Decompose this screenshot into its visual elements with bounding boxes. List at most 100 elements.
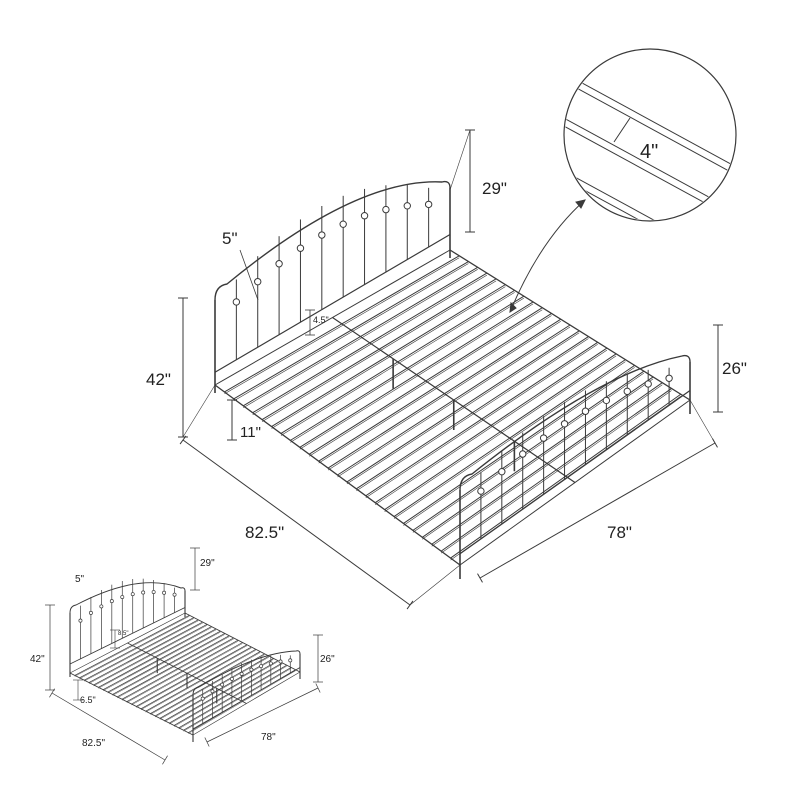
footboard-top-rail [459,354,691,491]
headboard-spindle-ball [162,590,167,595]
bed-slat-edge [107,631,221,694]
callout-arrow [509,199,586,313]
bed-slat-edge [243,269,478,409]
bed-slat-edge [169,661,278,725]
bed-slat-edge [252,274,488,415]
bed-slat-edge [403,367,635,526]
footboard-spindle-ball [519,450,527,458]
bed-slat-edge [440,390,672,554]
main-bed-drawing [178,129,723,610]
bed-slat-edge [112,634,225,696]
small-headboard-clearance-label: 8.5" [118,631,128,637]
footboard-spindle-ball [581,407,590,415]
bed-slat-edge [318,315,552,464]
footboard-spindle-ball [644,380,652,388]
headboard-spindle-ball [109,599,114,604]
bed-slat-edge [384,355,617,512]
spindle-spacing-leader [239,249,259,301]
main-footboard-height-label: 26" [722,359,747,378]
bed-slat-edge [145,650,256,713]
footboard-spindle-ball [249,667,254,672]
small-length-dimension-tick [49,688,55,698]
bed-slat-edge [356,338,589,492]
width-dimension-tick [477,573,483,583]
callout-arrowhead [575,199,586,209]
bed-slat-edge [103,629,217,691]
main-length-label: 82.5" [245,523,284,542]
bed-slat-edge [271,286,506,429]
small-footboard-height-label: 26" [320,654,335,665]
headboard-spindle-ball [78,618,83,623]
small-length-dimension-tick [162,755,168,765]
bed-slat-edge [393,361,626,519]
bed-slat-edge [188,670,296,734]
footboard-spindle-ball [288,658,293,663]
headboard-top-rail [69,582,186,614]
headboard-spindle-ball [382,205,390,214]
bed-slat-edge [93,625,208,687]
bed-slat-edge [280,292,515,436]
footboard-spindle-ball [477,487,485,495]
small-clearance-label: 6.5" [80,695,96,705]
bed-slat-edge [159,656,270,720]
headboard-bottom-rail [69,607,186,665]
bed-slat-edge [88,622,203,684]
headboard-spindle-ball [99,604,104,609]
headboard-spindle-ball [130,592,135,597]
footboard-spindle-ball [268,661,273,666]
headboard-spindle-ball [403,202,411,210]
headboard-spindle-ball [424,200,433,209]
bed-slat-edge [375,349,608,505]
bed-slat-edge [431,384,663,547]
bed-slat-edge [224,257,460,395]
bed-slat-edge [261,280,497,422]
headboard-spindle-ball [120,595,125,600]
bed-slat-edge [183,668,292,732]
extension-line [409,564,461,606]
headboard-spindle-ball [141,590,146,595]
bed-slat-edge [290,297,525,443]
bed-slat-edge [155,654,265,718]
bed-slat-edge [164,659,274,722]
extension-line [449,129,471,191]
bed-slat-edge [140,647,252,710]
footboard-spindle-ball [278,659,283,664]
extension-line [182,384,216,438]
headboard-spindle-ball [172,592,177,597]
footboard-spindle-ball [220,682,225,687]
bed-slat-edge [173,663,283,727]
slat-spacing-dimension [613,117,631,143]
bed-slat-edge [117,636,230,699]
footboard-spindle-ball [200,696,205,701]
bed-slat-edge [79,618,194,679]
bed-slat-edge [136,645,248,708]
bed-slat-edge [346,332,580,485]
footboard-spindle-ball [602,396,611,405]
length-dimension [182,439,411,606]
bed-slat-edge [178,666,287,730]
callout-arrowhead [509,301,517,314]
small-width-label: 78" [261,732,276,743]
small-spindle-spacing-label: 5" [75,574,85,585]
headboard-top-rail [214,180,451,301]
bed-slat-edge [412,372,645,533]
footboard-spindle-ball [210,689,215,694]
footboard-bottom-rail [192,667,301,730]
bed-slat-edge [327,320,561,471]
main-headboard-height-label: 29" [482,179,507,198]
main-clearance-label: 11" [240,424,261,441]
bed-slat-edge [121,638,234,701]
slat-detail-callout [509,48,737,314]
headboard-spindle-ball [360,212,369,220]
headboard-spindle-ball [275,260,283,268]
main-width-label: 78" [607,523,632,542]
main-headboard-clearance-label: 4.5" [313,315,329,325]
headboard-bottom-rail [214,233,451,373]
headboard-spindle-ball [88,610,93,615]
bed-slat-edge [365,344,598,499]
length-dimension-tick [179,435,187,445]
footboard-spindle-ball [665,374,673,382]
small-length-dimension [51,692,166,761]
bed-slat-edge [299,303,534,450]
